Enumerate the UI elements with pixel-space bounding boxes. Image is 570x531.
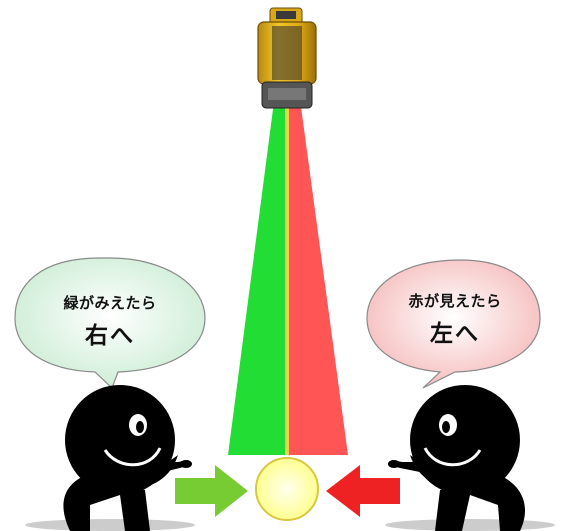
left-bubble-line2: 右へ xyxy=(85,323,135,349)
left-character-icon xyxy=(25,385,195,531)
green-beam xyxy=(228,40,287,455)
arrow-left-icon xyxy=(326,465,400,517)
right-bubble-line1: 赤が見えたら xyxy=(408,292,502,310)
right-speech-bubble xyxy=(366,259,541,389)
right-character-icon xyxy=(385,385,555,531)
left-bubble-line1: 緑がみえたら xyxy=(63,294,157,312)
laser-instrument-icon xyxy=(257,7,317,109)
right-bubble-line2: 左へ xyxy=(430,321,480,347)
target-circle xyxy=(255,457,319,521)
red-beam xyxy=(287,40,348,455)
laser-beam xyxy=(228,40,348,455)
arrow-right-icon xyxy=(175,465,248,517)
beam-center-line xyxy=(285,40,289,455)
left-speech-bubble xyxy=(14,257,206,390)
